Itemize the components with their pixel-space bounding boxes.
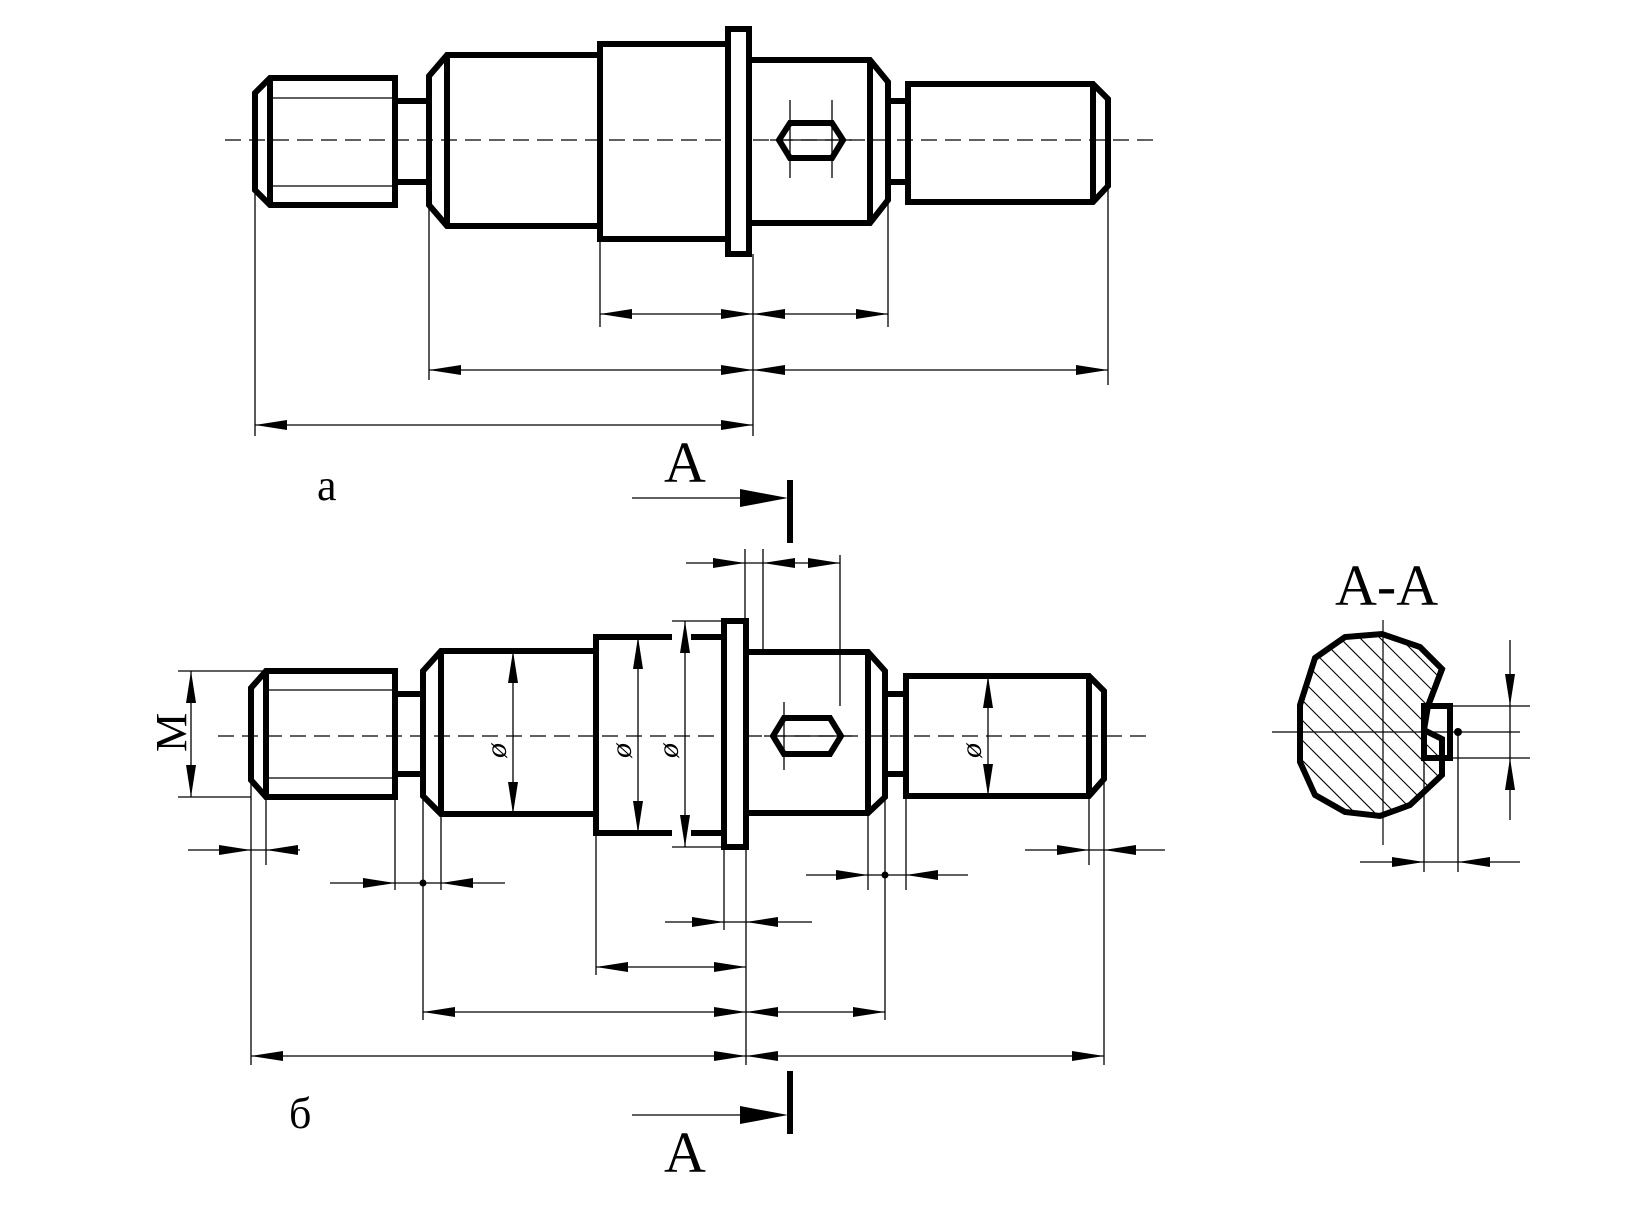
section-hatching: [1300, 634, 1442, 816]
section-marker-bottom: A: [632, 1071, 793, 1185]
view-label-a: а: [317, 461, 337, 510]
cylinder-b: [593, 634, 672, 836]
section-title: A-A: [1335, 553, 1438, 618]
thread-dimension: M: [147, 670, 266, 798]
shaft-view-a: а: [225, 26, 1155, 510]
diameter-dimensions: ø ø ø ø: [480, 620, 993, 848]
right-end-b: [903, 673, 1107, 799]
section-letter-bottom: A: [664, 1120, 706, 1185]
diameter-label-2: ø: [605, 742, 638, 759]
diameter-label-1: ø: [480, 742, 513, 759]
diameter-label-4: ø: [955, 742, 988, 759]
collar-b: [721, 618, 749, 850]
collar-a: [725, 26, 752, 257]
top-dimensions-b: [686, 549, 840, 652]
small-dimensions-b: [188, 845, 1165, 927]
section-letter-top: A: [664, 430, 706, 495]
section-a-a: A-A: [1272, 553, 1530, 872]
dimension-lines-a: [255, 309, 1108, 430]
thread-label: M: [147, 713, 196, 752]
cylinder-a: [597, 41, 731, 242]
right-end-a: [905, 81, 1111, 205]
shaft-view-b: M ø ø ø ø: [147, 549, 1165, 1138]
journal-right-b: [743, 649, 888, 816]
diameter-label-3: ø: [652, 742, 685, 759]
section-marker-top: A: [632, 430, 793, 543]
dimension-lines-b: [251, 962, 1104, 1061]
view-label-b: б: [289, 1089, 311, 1138]
